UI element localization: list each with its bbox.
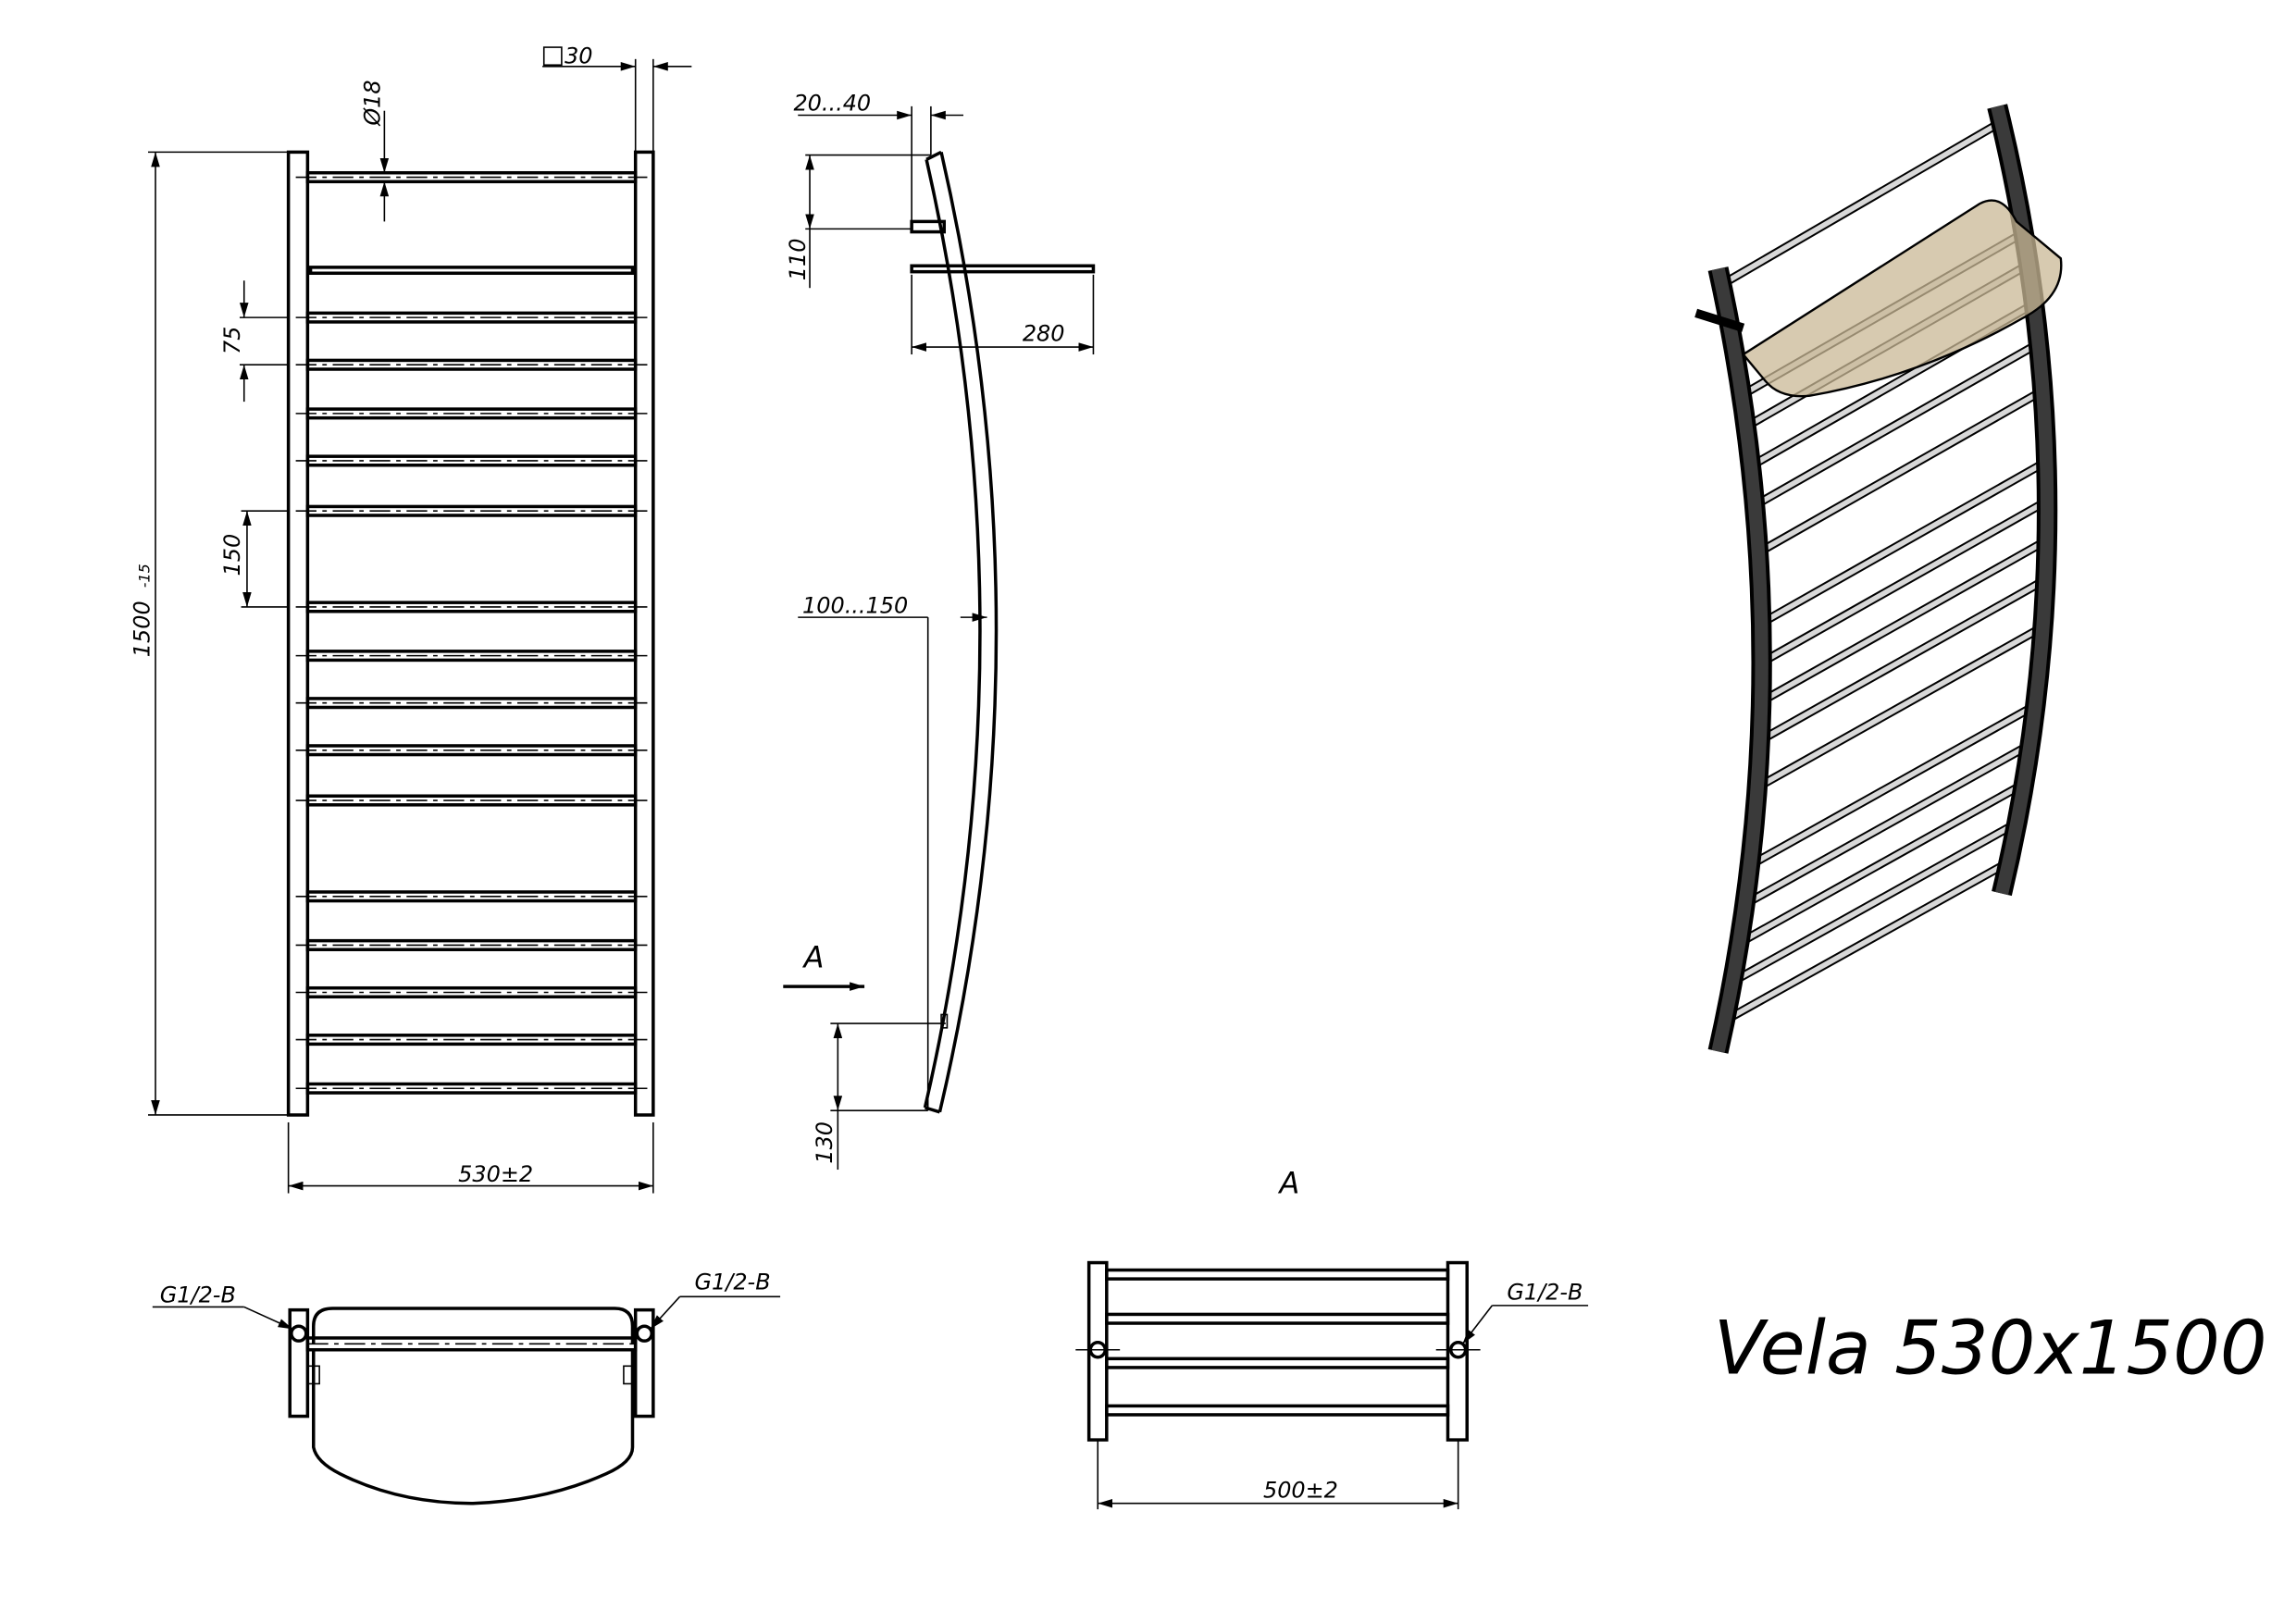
bottom-offset-label: 130 (812, 1121, 838, 1164)
pitch-large-label: 150 (219, 534, 245, 576)
iso-bar (1736, 781, 2027, 946)
shelf-side (910, 264, 1096, 274)
shelf-depth-label: 280 (1023, 321, 1065, 347)
model-title: Vela 530x1500 (1714, 1305, 2267, 1391)
wall-gap-label: 20...40 (793, 91, 871, 117)
iso-bar (1742, 741, 2033, 907)
iso-glass-shelf (1741, 199, 2063, 398)
iso-bar (1747, 702, 2039, 868)
iso-right-rail (1991, 105, 2054, 896)
shelf-back-edge (312, 1307, 635, 1344)
right-post-top (633, 1307, 655, 1419)
right-connection-label: G1/2-B (695, 1269, 771, 1295)
front-bars (295, 170, 648, 1095)
width-dim-label: 530±2 (458, 1161, 533, 1187)
right-post (633, 150, 655, 1117)
profile-dim-label: 30 (565, 43, 592, 69)
view-a-bar (1105, 1404, 1450, 1417)
iso-bar (1719, 119, 2004, 288)
iso-bracket (1694, 308, 1745, 332)
pitch-small-label: 75 (219, 327, 245, 354)
height-dim-label: 1500 (130, 601, 155, 657)
front-view: 1500 -15 530±2 30 Ø18 75 150 (130, 43, 692, 1194)
left-post-top (288, 1307, 310, 1419)
iso-bar (1756, 576, 2049, 744)
square-profile-icon (542, 46, 563, 67)
iso-bar (1755, 624, 2046, 790)
bulge-label: 100...150 (802, 592, 908, 618)
height-tolerance: -15 (136, 564, 154, 588)
isometric-view (1694, 104, 2063, 1054)
view-a-title: A (1278, 1166, 1300, 1201)
right-connection-icon (635, 1324, 654, 1343)
centers-dim-label: 500±2 (1263, 1477, 1338, 1503)
iso-bar (1758, 538, 2050, 704)
iso-bar (1721, 859, 2012, 1023)
iso-bar (1756, 388, 2046, 555)
iso-bar (1758, 498, 2050, 665)
view-a-bar (1105, 1357, 1450, 1369)
iso-bar (1730, 820, 2020, 985)
left-post (286, 150, 310, 1117)
curved-side-rail (923, 150, 999, 1114)
view-a-bar (1105, 1312, 1450, 1325)
iso-bar (1758, 459, 2050, 626)
left-connection-label: G1/2-B (160, 1282, 236, 1308)
shelf-offset-label: 110 (785, 239, 811, 281)
side-view: 20...40 110 280 100...150 130 A (783, 91, 1096, 1171)
iso-left-rail (1711, 266, 1769, 1053)
tube-dim-label: Ø18 (360, 80, 386, 126)
view-a-bar (1105, 1268, 1450, 1281)
view-a-connection-label: G1/2-B (1507, 1279, 1582, 1305)
left-connection-icon (290, 1324, 308, 1343)
iso-bar (1752, 341, 2042, 509)
shelf-edge (308, 266, 635, 276)
view-a-marker: A (802, 939, 825, 974)
top-view: G1/2-B G1/2-B (152, 1269, 781, 1505)
shelf-outline (312, 1351, 635, 1505)
view-a: A 500±2 G1/2-B (1075, 1166, 1589, 1510)
